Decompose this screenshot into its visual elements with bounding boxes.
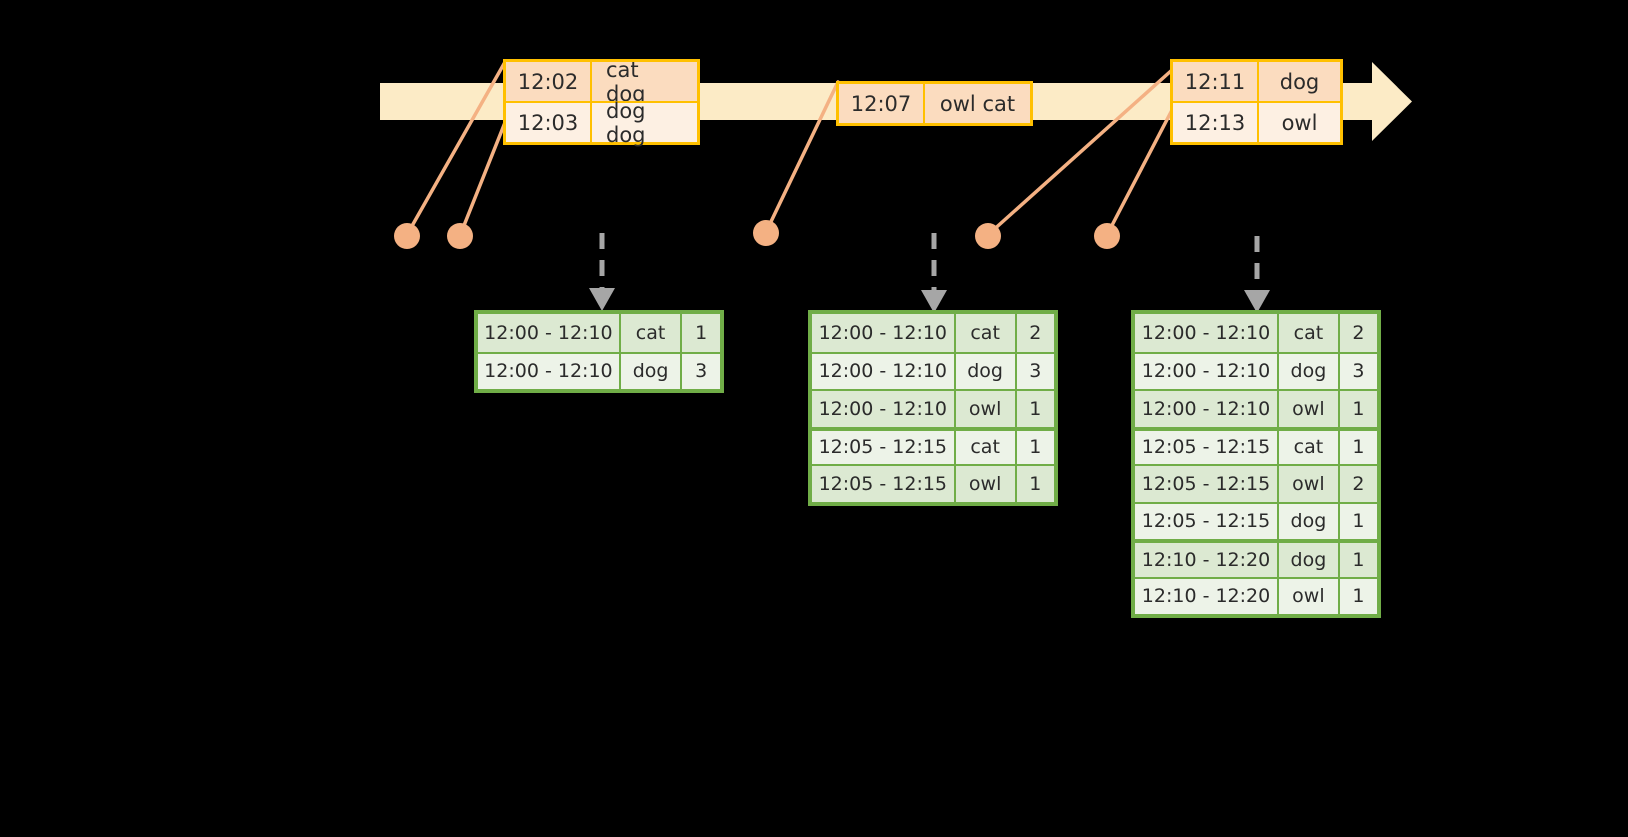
cell-key: owl: [1279, 578, 1340, 614]
event-group-2[interactable]: 12:07 owl cat: [836, 81, 1033, 126]
cell-count: 2: [1352, 321, 1365, 344]
event-payload: dog: [1279, 69, 1320, 94]
cell-count: 1: [1352, 510, 1365, 533]
cell-count: 1: [1029, 472, 1042, 495]
cell-count: 2: [1352, 472, 1365, 495]
cell-window: 12:00 - 12:10: [812, 314, 956, 352]
connector-12-13: [1106, 108, 1174, 235]
event-time: 12:13: [1173, 103, 1259, 142]
event-row[interactable]: 12:07 owl cat: [839, 84, 1030, 123]
cell-count: 1: [1352, 436, 1365, 459]
cell-key: cat: [621, 314, 683, 352]
cell-key: cat: [1279, 314, 1340, 352]
connector-dots: [394, 220, 1120, 249]
event-row[interactable]: 12:13 owl: [1173, 101, 1340, 142]
event-payload: dog dog: [606, 98, 646, 147]
dot-12-13: [1094, 223, 1120, 249]
cell-key: dog: [1279, 353, 1340, 389]
event-time: 12:11: [1173, 62, 1259, 101]
cell-window: 12:00 - 12:10: [812, 391, 956, 427]
connector-12-07: [765, 80, 840, 232]
cell-key: owl: [1279, 391, 1340, 427]
cell-count: 1: [1352, 548, 1365, 571]
dot-12-07: [753, 220, 779, 246]
cell-key: owl: [1279, 466, 1340, 502]
event-group-1[interactable]: 12:02 cat dog 12:03 dog dog: [503, 57, 700, 147]
cell-window: 12:05 - 12:15: [1135, 503, 1280, 539]
cell-window: 12:05 - 12:15: [1135, 466, 1280, 502]
cell-count: 1: [695, 321, 708, 344]
connector-12-03: [459, 118, 508, 235]
cell-key: cat: [1279, 430, 1340, 464]
cell-count: 3: [1352, 360, 1365, 383]
cell-window: 12:10 - 12:20: [1135, 543, 1280, 577]
cell-window: 12:00 - 12:10: [1135, 353, 1280, 389]
cell-count: 3: [695, 360, 708, 383]
dashed-arrows: [599, 233, 1260, 290]
cell-key: cat: [956, 314, 1017, 352]
dot-12-11: [975, 223, 1001, 249]
event-time: 12:07: [839, 84, 925, 123]
cell-key: owl: [956, 466, 1017, 502]
event-row[interactable]: 12:02 cat dog: [506, 57, 697, 106]
cell-count: 1: [1352, 585, 1365, 608]
cell-window: 12:00 - 12:10: [1135, 391, 1280, 427]
cell-key: dog: [621, 353, 683, 389]
cell-window: 12:00 - 12:10: [812, 353, 956, 389]
cell-key: owl: [956, 391, 1017, 427]
cell-count: 3: [1029, 360, 1042, 383]
dot-12-02: [394, 223, 420, 249]
cell-window: 12:05 - 12:15: [812, 466, 956, 502]
cell-window: 12:00 - 12:10: [478, 353, 621, 389]
event-payload: owl cat: [939, 91, 1016, 116]
cell-key: cat: [956, 430, 1017, 464]
cell-count: 2: [1029, 321, 1042, 344]
event-group-3[interactable]: 12:11 dog 12:13 owl: [1170, 59, 1343, 145]
cell-count: 1: [1029, 397, 1042, 420]
event-time: 12:02: [506, 62, 592, 101]
cell-key: dog: [956, 353, 1017, 389]
cell-key: dog: [1279, 543, 1340, 577]
event-payload: owl: [1281, 110, 1318, 135]
event-row[interactable]: 12:11 dog: [1173, 62, 1340, 101]
cell-key: dog: [1279, 503, 1340, 539]
cell-window: 12:10 - 12:20: [1135, 578, 1280, 614]
dot-12-03: [447, 223, 473, 249]
cell-count: 1: [1029, 436, 1042, 459]
connector-12-02: [406, 60, 507, 235]
cell-count: 1: [1352, 397, 1365, 420]
event-payload: cat dog: [606, 57, 646, 106]
event-row[interactable]: 12:03 dog dog: [506, 98, 697, 147]
cell-window: 12:05 - 12:15: [812, 430, 956, 464]
cell-window: 12:00 - 12:10: [478, 314, 621, 352]
cell-window: 12:00 - 12:10: [1135, 314, 1280, 352]
dashed-arrow-1-head: [589, 288, 615, 311]
event-time: 12:03: [506, 103, 592, 142]
cell-window: 12:05 - 12:15: [1135, 430, 1280, 464]
